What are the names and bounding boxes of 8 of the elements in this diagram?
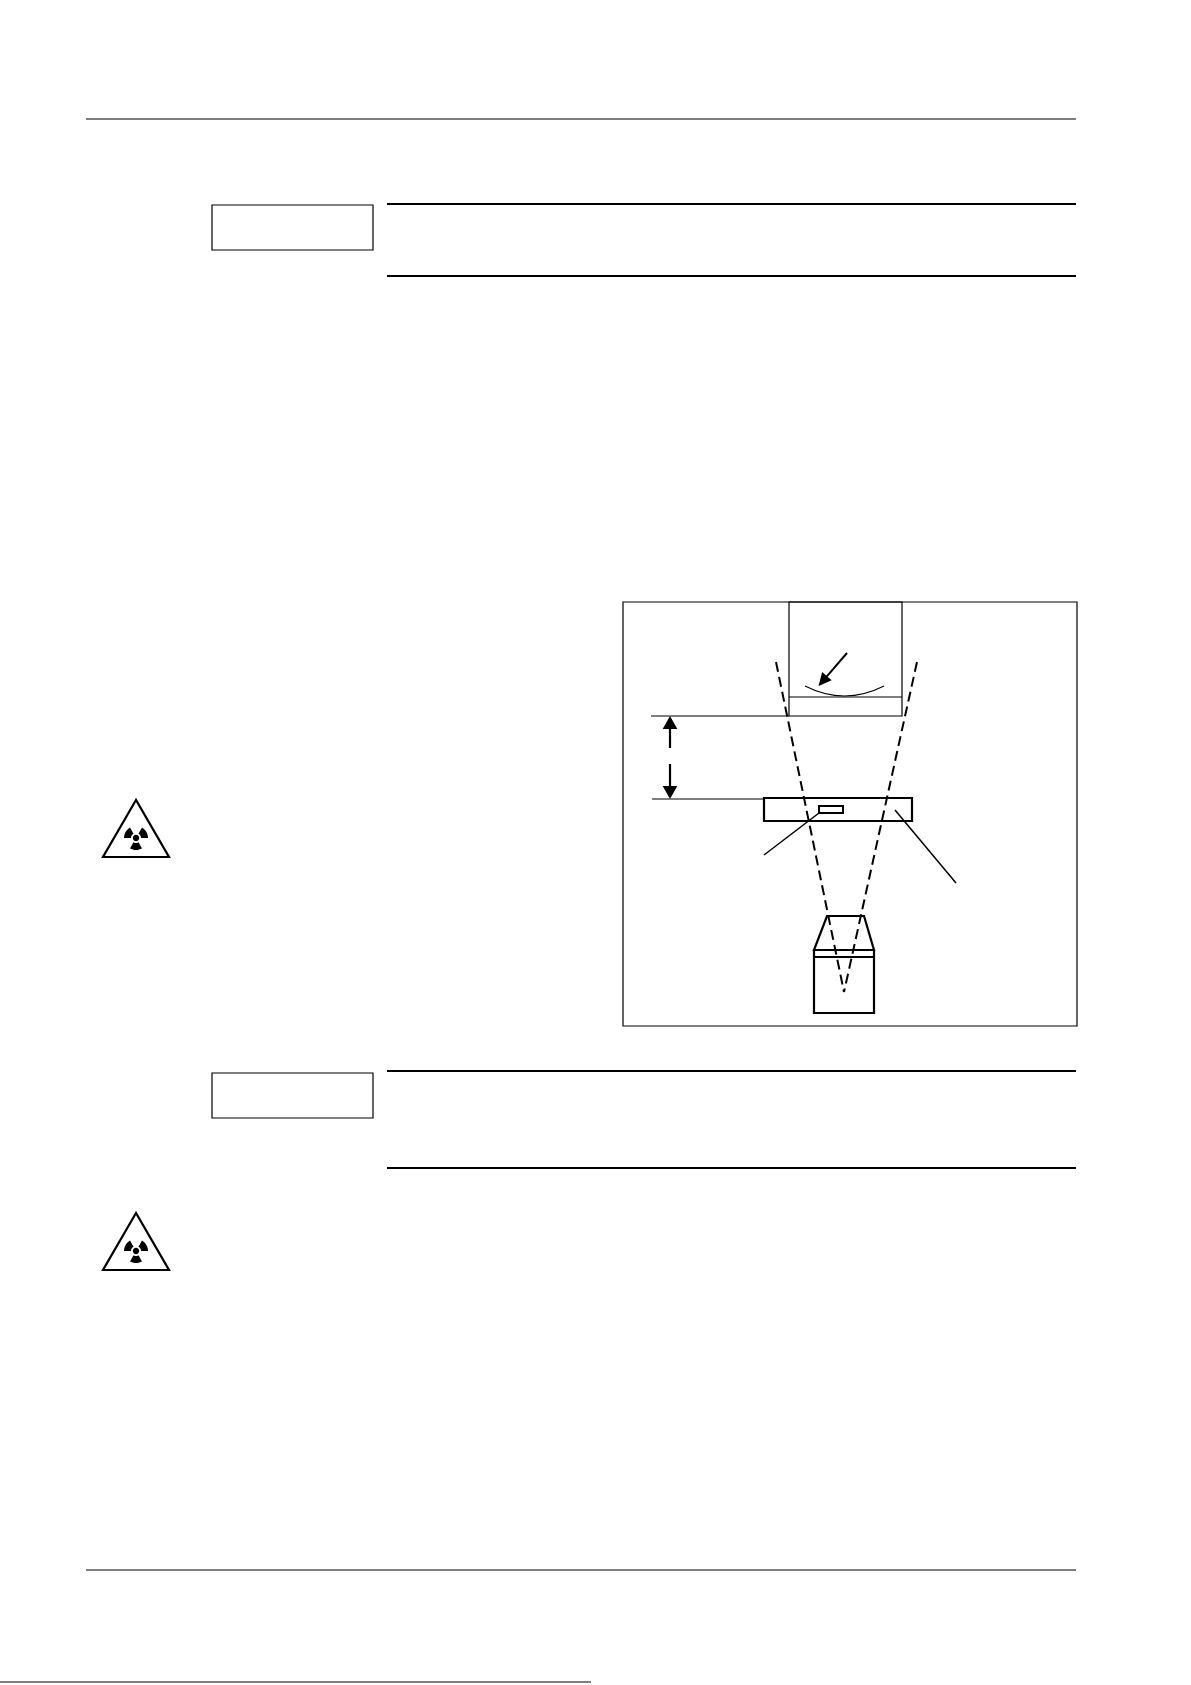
heading-box [211,204,374,251]
detector-housing [788,601,903,717]
leader-line [763,812,820,856]
tabletop [762,796,914,823]
leader-line [894,809,957,884]
heading-box [211,1072,374,1119]
curved-screen [804,685,885,697]
marker-slot [818,805,844,814]
